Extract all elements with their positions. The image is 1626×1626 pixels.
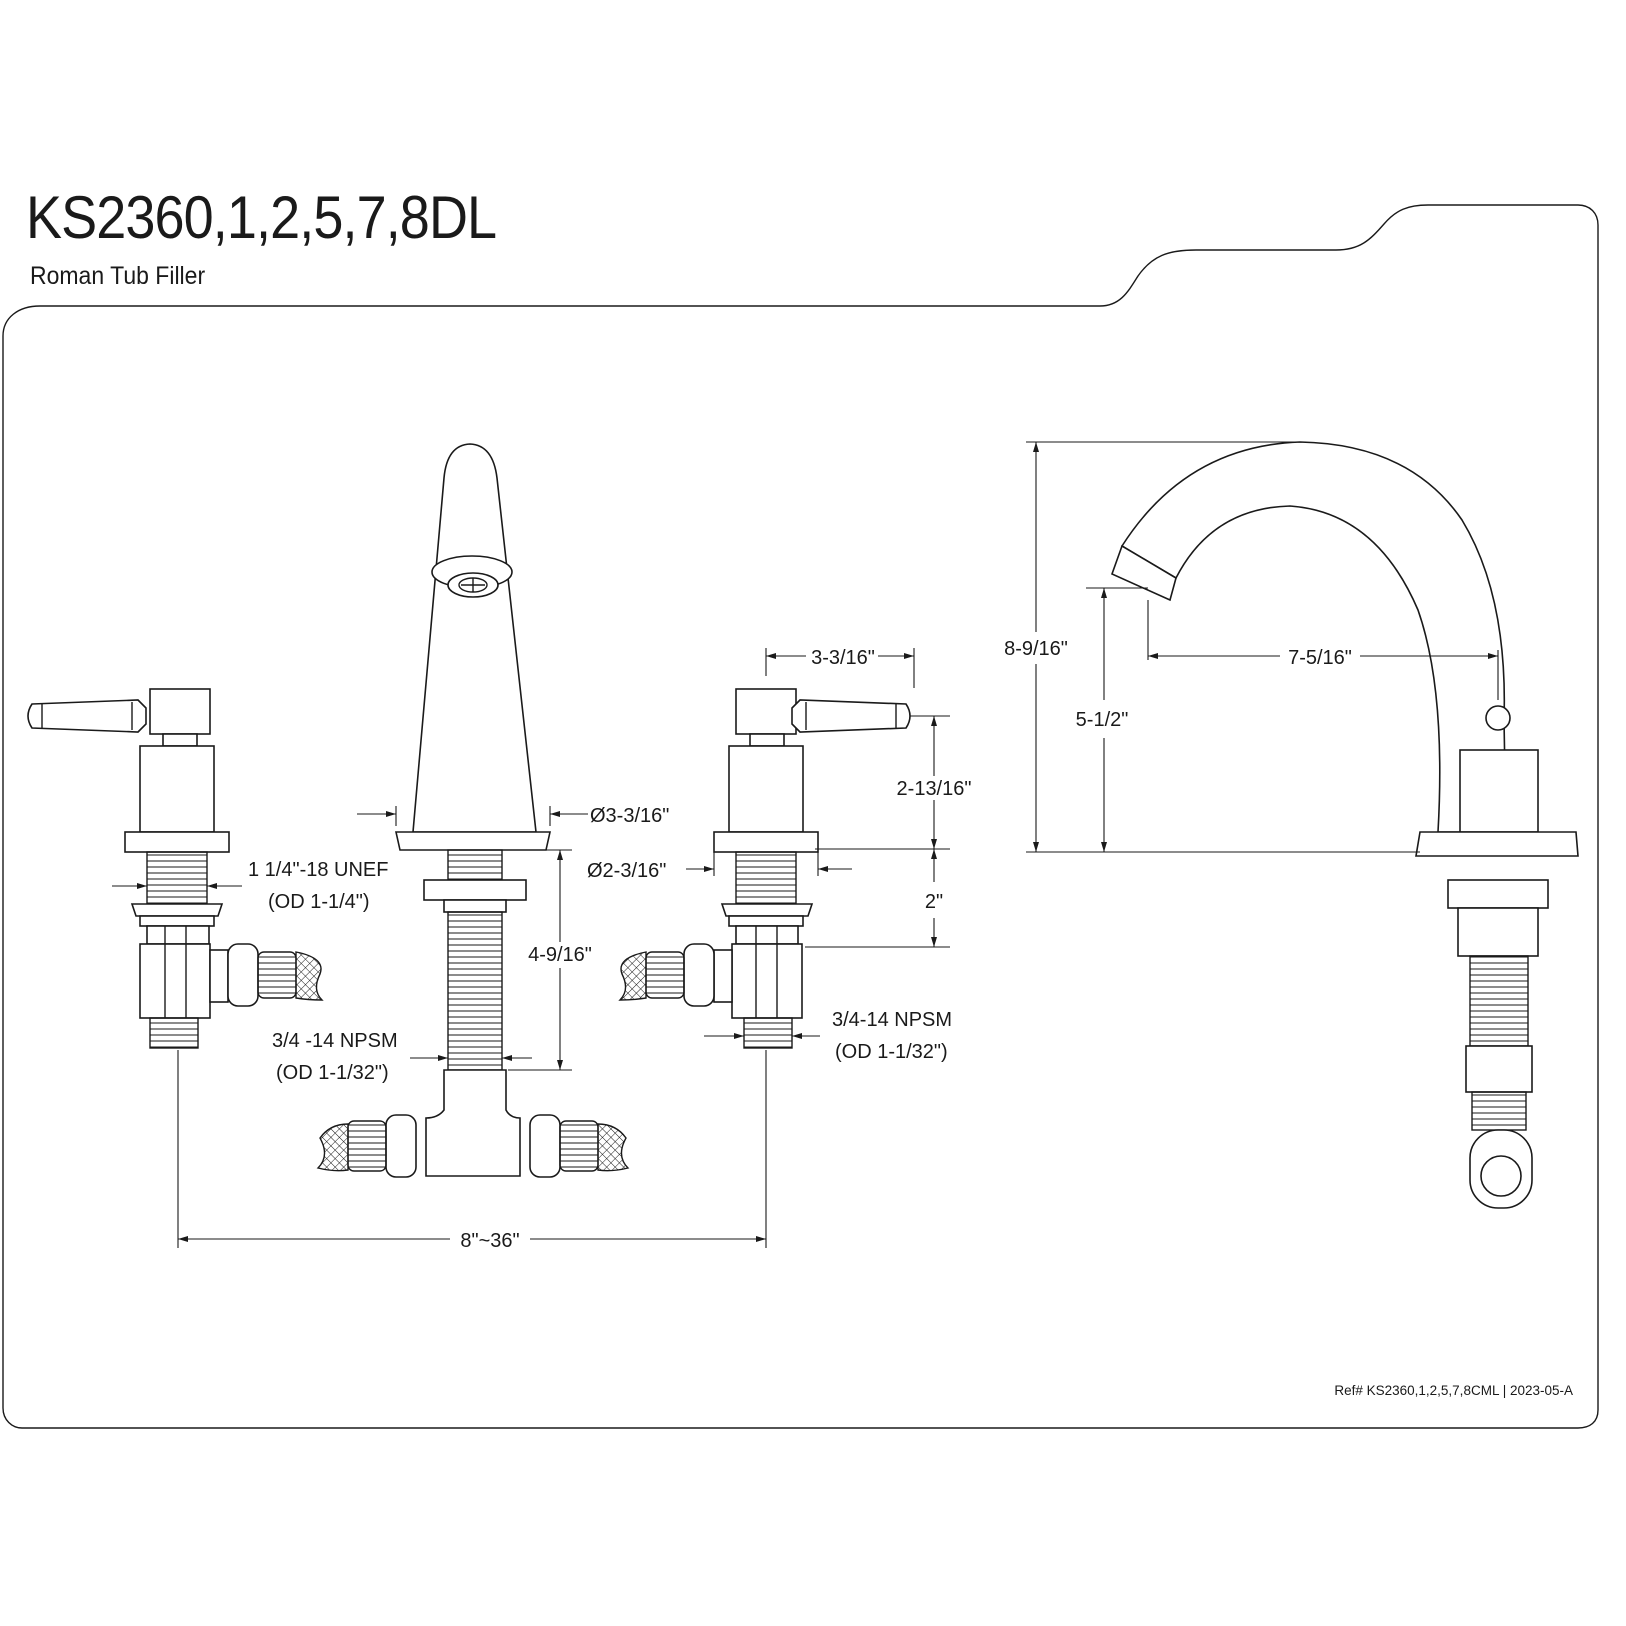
dim-valve-thread-od: (OD 1-1/4") — [268, 891, 370, 913]
dim-spout-inlet-od: (OD 1-1/32") — [276, 1062, 389, 1084]
dim-handle-reach: 3-3/16" — [811, 647, 875, 669]
left-handle-hub — [149, 688, 211, 735]
drawing-frame — [2, 204, 1599, 1429]
dim-spread: 8"~36" — [460, 1230, 519, 1252]
left-valve-elbow — [139, 943, 211, 1019]
right-valve-body — [728, 745, 804, 833]
left-handle-lever — [27, 699, 147, 733]
dim-spout-inlet-thread: 3/4 -14 NPSM — [272, 1030, 398, 1052]
left-valve — [27, 688, 324, 1049]
left-valve-shank — [146, 851, 208, 905]
reference-note: Ref# KS2360,1,2,5,7,8CML | 2023-05-A — [1334, 1383, 1573, 1398]
right-valve-elbow — [731, 943, 803, 1019]
right-handle-lever — [791, 699, 911, 733]
model-number-title: KS2360,1,2,5,7,8DL — [26, 184, 497, 251]
side-valve-body — [1459, 749, 1539, 833]
side-base — [1415, 831, 1579, 857]
product-subtitle: Roman Tub Filler — [30, 262, 206, 290]
spout-side-view — [1110, 441, 1579, 1209]
dim-valve-inlet-od: (OD 1-1/32") — [835, 1041, 948, 1063]
dim-valve-base-diameter: Ø2-3/16" — [587, 860, 666, 882]
dim-valve-thread: 1 1/4"-18 UNEF — [248, 859, 389, 881]
spout-base — [395, 831, 551, 851]
dim-spout-base-diameter: Ø3-3/16" — [590, 805, 669, 827]
spout-right-connector — [529, 1114, 630, 1178]
dimension-lines — [112, 441, 1499, 1248]
right-valve — [618, 688, 911, 1049]
left-supply-connector — [209, 943, 324, 1007]
spout-front-view — [316, 443, 630, 1178]
right-handle-hub — [735, 688, 797, 735]
spout-shank — [447, 849, 503, 881]
dim-handle-height: 2-13/16" — [897, 778, 972, 800]
dim-spout-shank-length: 4-9/16" — [528, 944, 592, 966]
spout-left-connector — [316, 1114, 417, 1178]
dim-valve-shank-rise: 2" — [925, 891, 943, 913]
left-valve-body — [139, 745, 215, 833]
spout-body — [412, 443, 537, 833]
spout-tee — [425, 1069, 521, 1177]
dim-valve-inlet-thread: 3/4-14 NPSM — [832, 1009, 952, 1031]
dim-spout-clearance: 5-1/2" — [1076, 709, 1129, 731]
spout-arc — [1120, 441, 1507, 833]
right-supply-connector — [618, 943, 733, 1007]
dim-overall-height: 8-9/16" — [1004, 638, 1068, 660]
dim-spout-reach: 7-5/16" — [1288, 647, 1352, 669]
